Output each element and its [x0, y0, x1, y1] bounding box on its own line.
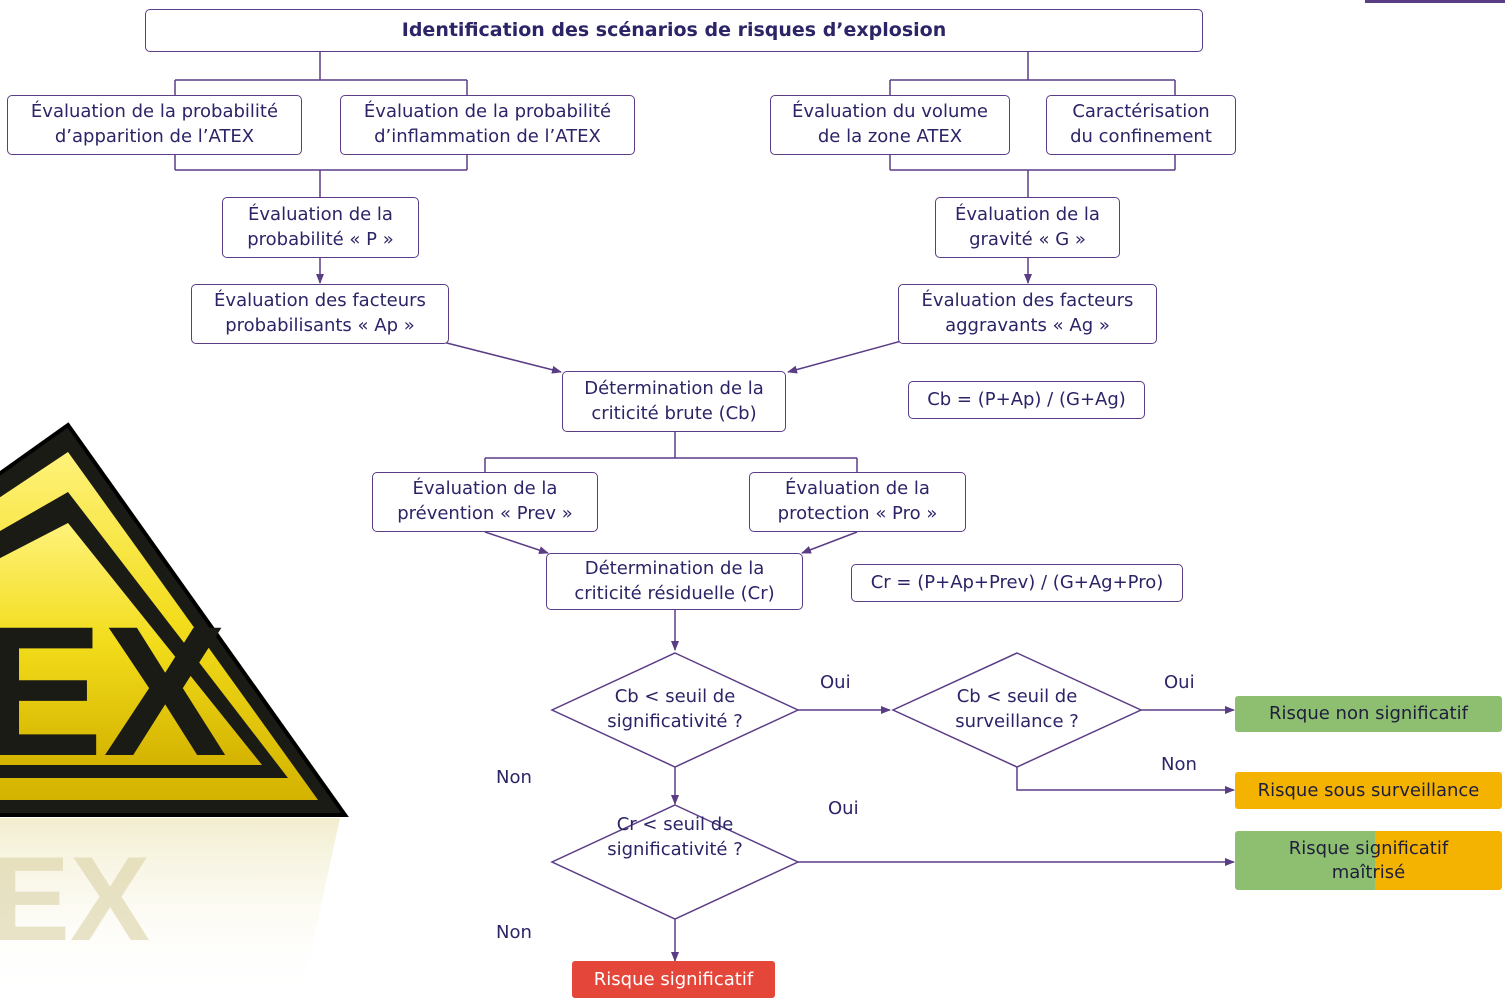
- decision-diamond-cb-signif: [550, 652, 800, 768]
- corner-accent-bar: [1365, 0, 1505, 3]
- outcome-risque-non-significatif: Risque non significatif: [1235, 696, 1502, 732]
- decision-diamond-cb-surv: [891, 652, 1143, 768]
- sign-text: EX: [0, 589, 227, 795]
- outcome-risque-sous-surveillance: Risque sous surveillance: [1235, 772, 1502, 809]
- svg-text:EX: EX: [0, 832, 150, 966]
- diagram-title-box: Identification des scénarios de risques …: [145, 9, 1203, 52]
- outcome-risque-significatif: Risque significatif: [572, 961, 775, 998]
- label-oui-3: Oui: [828, 798, 859, 819]
- formula-cb: Cb = (P+Ap) / (G+Ag): [908, 381, 1145, 419]
- label-oui-2: Oui: [1164, 672, 1195, 693]
- label-oui-1: Oui: [820, 672, 851, 693]
- formula-cr: Cr = (P+Ap+Prev) / (G+Ag+Pro): [851, 564, 1183, 602]
- decision-diamond-cr-signif: [550, 804, 800, 920]
- atex-warning-sign-icon: EX EX: [0, 422, 349, 1002]
- label-non-3: Non: [496, 922, 532, 943]
- label-non-1: Non: [1161, 754, 1197, 775]
- label-non-2: Non: [496, 767, 532, 788]
